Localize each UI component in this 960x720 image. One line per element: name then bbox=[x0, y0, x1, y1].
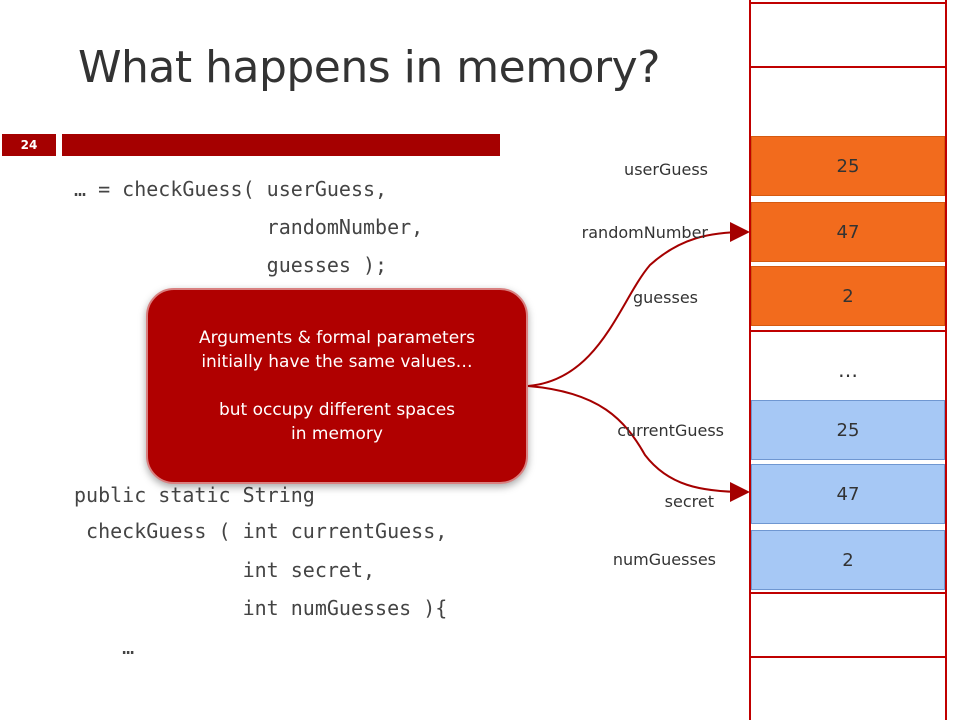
label-guesses: guesses bbox=[633, 288, 698, 307]
label-userguess: userGuess bbox=[624, 160, 708, 179]
label-currentguess: currentGuess bbox=[617, 421, 724, 440]
code-call-line-1: … = checkGuess( userGuess, bbox=[74, 177, 388, 201]
label-secret: secret bbox=[664, 492, 714, 511]
memory-cell-divider bbox=[750, 656, 946, 658]
memory-cell-numguesses: 2 bbox=[751, 530, 945, 590]
memory-cell-userguess: 25 bbox=[751, 136, 945, 196]
arrow-to-randomnumber bbox=[527, 222, 750, 387]
code-decl-line-2: checkGuess ( int currentGuess, bbox=[74, 519, 448, 543]
arrow-to-secret bbox=[527, 385, 750, 502]
code-decl-line-4: int numGuesses ){ bbox=[74, 596, 448, 620]
code-decl-line-3: int secret, bbox=[74, 558, 376, 582]
callout-line-1: Arguments & formal parameters bbox=[198, 328, 476, 348]
label-numguesses: numGuesses bbox=[612, 550, 716, 569]
memory-cell-randomnumber: 47 bbox=[751, 202, 945, 262]
memory-cell-ellipsis: … bbox=[838, 358, 858, 382]
memory-cell-divider bbox=[750, 66, 946, 68]
code-call-line-3: guesses ); bbox=[74, 253, 388, 277]
memory-cell-secret: 47 bbox=[751, 464, 945, 524]
label-randomnumber: randomNumber bbox=[581, 223, 708, 242]
memory-column bbox=[749, 0, 947, 720]
slide-number: 24 bbox=[2, 134, 56, 156]
code-decl-line-5: … bbox=[74, 635, 135, 659]
memory-cell-divider bbox=[750, 2, 946, 4]
callout-line-2: initially have the same values… bbox=[201, 352, 473, 372]
slide-title: What happens in memory? bbox=[78, 42, 660, 93]
memory-cell-divider bbox=[750, 330, 946, 332]
memory-cell-currentguess: 25 bbox=[751, 400, 945, 460]
memory-cell-divider bbox=[750, 592, 946, 594]
code-call-line-2: randomNumber, bbox=[74, 215, 424, 239]
title-underline-bar bbox=[62, 134, 500, 156]
callout-line-4: in memory bbox=[291, 424, 383, 444]
callout-line-3: but occupy different spaces bbox=[218, 400, 456, 420]
callout-box: Arguments & formal parameters initially … bbox=[146, 288, 528, 484]
code-decl-line-1: public static String bbox=[74, 483, 315, 507]
memory-cell-guesses: 2 bbox=[751, 266, 945, 326]
